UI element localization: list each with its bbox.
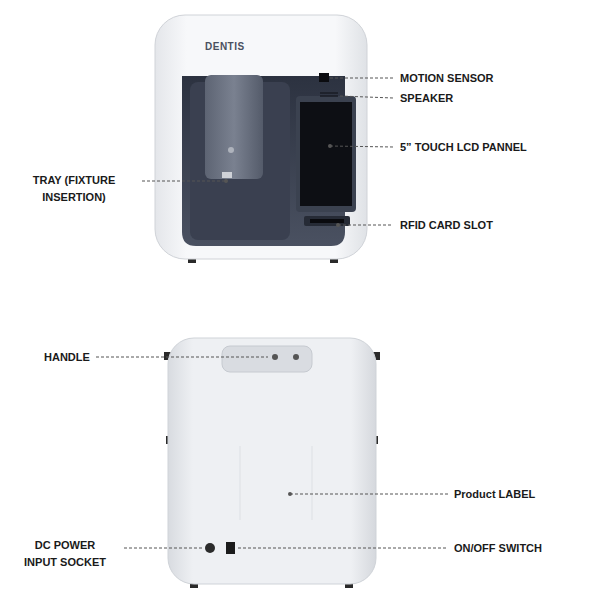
brand-logo: DENTIS — [205, 38, 245, 55]
part-label: TRAY (FIXTURE INSERTION) — [8, 172, 140, 206]
part-label: ON/OFF SWITCH — [454, 540, 542, 557]
part-label: HANDLE — [44, 349, 90, 366]
part-label: SPEAKER — [400, 90, 453, 107]
part-label: Product LABEL — [454, 486, 535, 503]
part-label: DC POWER INPUT SOCKET — [20, 537, 110, 571]
part-label: 5” TOUCH LCD PANNEL — [400, 139, 527, 156]
part-label: RFID CARD SLOT — [400, 217, 493, 234]
part-label: MOTION SENSOR — [400, 70, 494, 87]
